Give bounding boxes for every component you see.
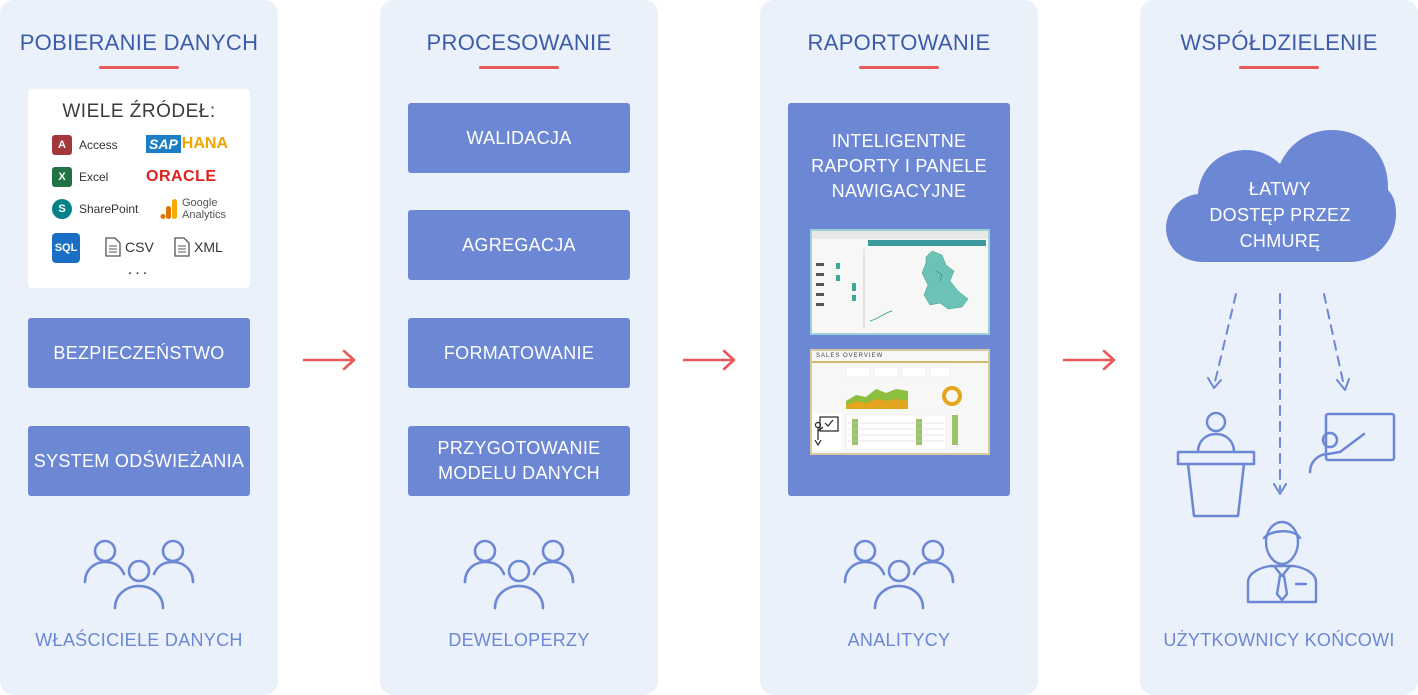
refresh-system-box: SYSTEM ODŚWIEŻANIA: [28, 426, 250, 496]
arrow-right-icon: [1062, 349, 1116, 371]
role-label: DEWELOPERZY: [448, 630, 590, 650]
source-sql: SQL: [52, 233, 87, 263]
people-group-icon: [843, 539, 955, 610]
title-underline: [1239, 66, 1319, 69]
cloud-text: ŁATWY DOSTĘP PRZEZ CHMURĘ: [1209, 179, 1351, 251]
column-title: POBIERANIE DANYCH: [19, 30, 259, 55]
reports-panel-text: INTELIGENTNE RAPORTY I PANELE NAWIGACYJN…: [811, 131, 987, 201]
source-access: A Access: [52, 135, 118, 155]
title-underline: [479, 66, 559, 69]
dashboard-thumbnail-map: [810, 229, 990, 335]
source-sharepoint: S SharePoint: [52, 199, 138, 219]
more-sources-ellipsis: ...: [127, 261, 151, 278]
data-model-box: PRZYGOTOWANIE MODELU DANYCH: [408, 426, 630, 496]
sources-card: WIELE ŹRÓDEŁ: A Access X Excel S SharePo…: [28, 89, 250, 288]
column-title: WSPÓŁDZIELENIE: [1180, 30, 1378, 55]
aggregation-box: AGREGACJA: [408, 210, 630, 280]
column-processing: PROCESOWANIE WALIDACJA AGREGACJA FORMATO…: [380, 0, 658, 695]
security-box: BEZPIECZEŃSTWO: [28, 318, 250, 388]
document-icon: [174, 237, 190, 257]
reports-panel: INTELIGENTNE RAPORTY I PANELE NAWIGACYJN…: [788, 103, 1010, 496]
formatting-box: FORMATOWANIE: [408, 318, 630, 388]
presentation-board-icon: [1308, 412, 1396, 474]
sql-icon: SQL: [52, 233, 80, 263]
role-label: WŁAŚCICIELE DANYCH: [35, 630, 243, 650]
validation-box: WALIDACJA: [408, 103, 630, 173]
google-analytics-logo: Google Analytics: [160, 197, 226, 221]
source-excel: X Excel: [52, 167, 108, 187]
sources-title: WIELE ŹRÓDEŁ:: [62, 101, 216, 122]
businessman-icon: [1246, 520, 1318, 604]
column-sharing: WSPÓŁDZIELENIE: [1140, 0, 1418, 695]
column-reporting: RAPORTOWANIE INTELIGENTNE RAPORTY I PANE…: [760, 0, 1038, 695]
people-group-icon: [83, 539, 195, 610]
excel-icon: X: [52, 167, 72, 187]
title-underline: [859, 66, 939, 69]
role-label: UŻYTKOWNICY KOŃCOWI: [1163, 630, 1395, 650]
column-title: RAPORTOWANIE: [807, 30, 991, 55]
sap-hana-logo: SAP HANA: [146, 135, 228, 153]
analytics-icon: [160, 199, 177, 219]
cloud-icon: [1166, 130, 1396, 262]
arrow-right-icon: [682, 349, 736, 371]
title-underline: [99, 66, 179, 69]
dashed-arrows: [1207, 293, 1350, 495]
column-data-ingestion: POBIERANIE DANYCH WIELE ŹRÓDEŁ: A Access…: [0, 0, 278, 695]
access-icon: A: [52, 135, 72, 155]
speaker-podium-icon: [1176, 411, 1256, 518]
role-label: ANALITYCY: [847, 630, 951, 650]
people-group-icon: [463, 539, 575, 610]
source-xml: XML: [174, 237, 223, 257]
sharepoint-icon: S: [52, 199, 72, 219]
dashboard-thumbnail-sales: SALES OVERVIEW: [810, 349, 990, 455]
oracle-logo: ORACLE: [146, 168, 217, 185]
document-icon: [105, 237, 121, 257]
column-title: PROCESOWANIE: [426, 30, 612, 55]
source-csv: CSV: [105, 237, 154, 257]
arrow-right-icon: [302, 349, 356, 371]
